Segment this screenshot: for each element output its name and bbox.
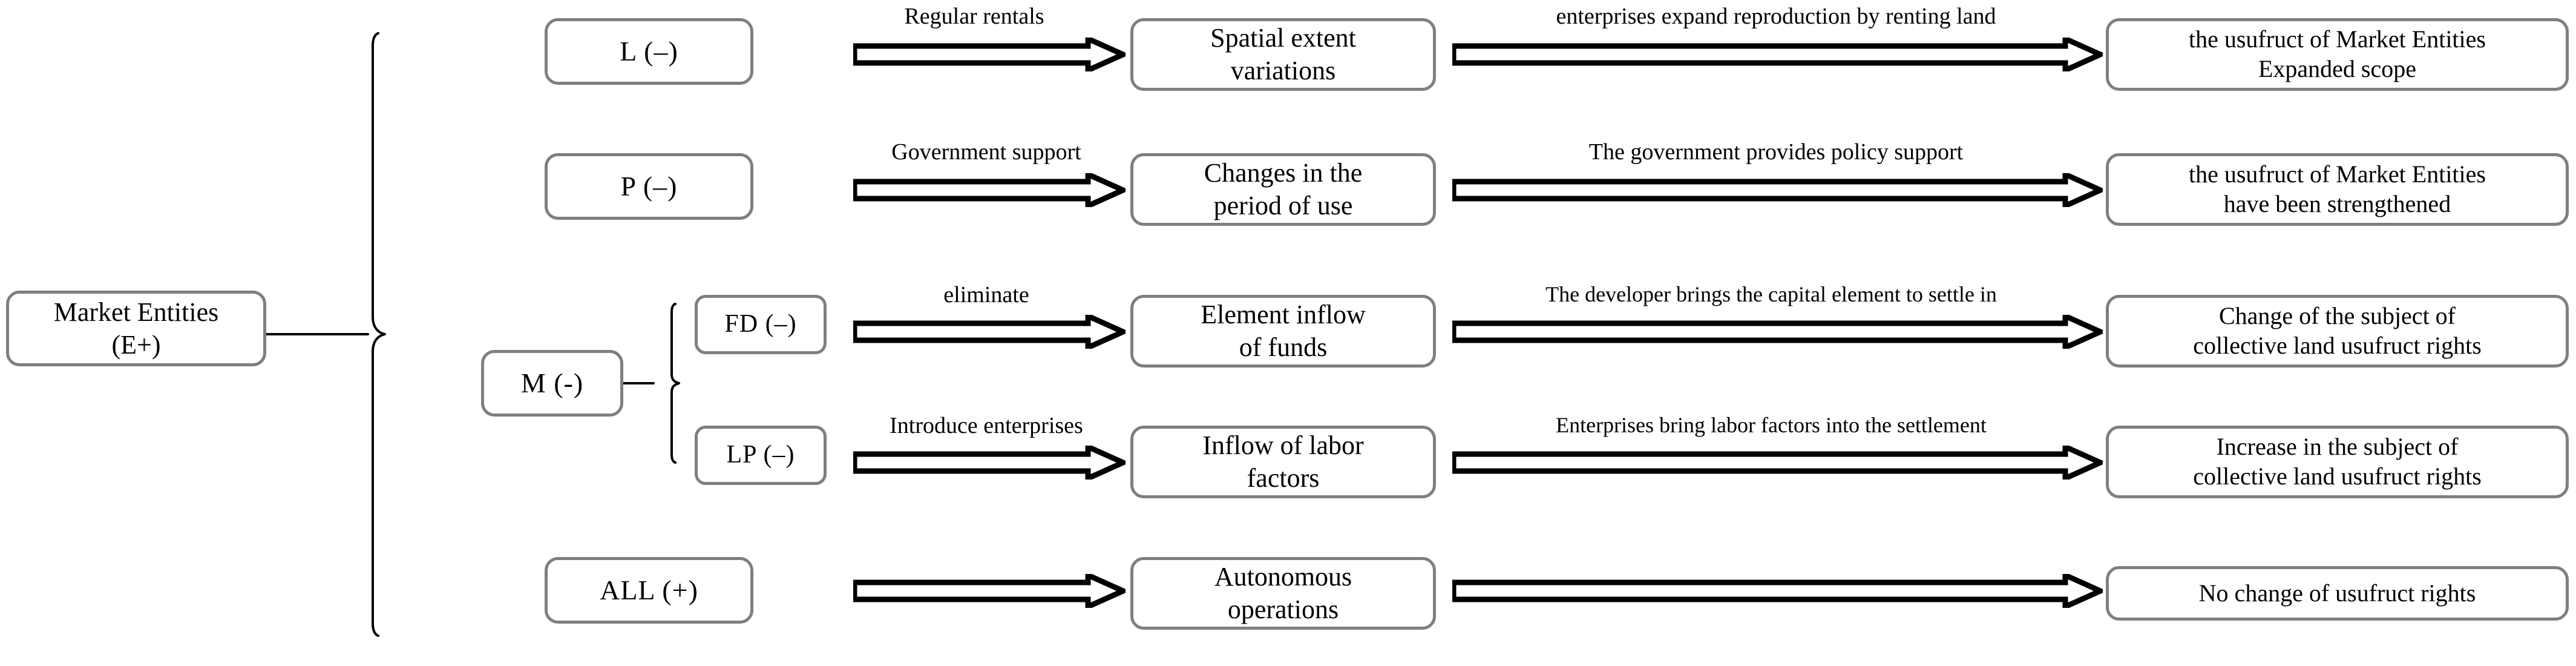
arrow-label-row2-stage2: The government provides policy support (1455, 140, 2097, 163)
node-factor-FD[interactable]: FD (–) (695, 295, 827, 354)
arrow-row3-stage2 (1452, 315, 2103, 349)
main-brace (266, 27, 399, 642)
middle-row4-line1: Inflow of labor (1202, 430, 1364, 461)
outcome-row2-line2: have been strengthened (2223, 190, 2451, 217)
arrow-row3-stage1 (853, 315, 1126, 349)
node-factor-M-label: M (-) (520, 367, 584, 398)
outcome-row3-line2: collective land usufruct rights (2193, 332, 2482, 359)
middle-row5-line2: operations (1227, 595, 1339, 624)
node-middle-row1[interactable]: Spatial extent variations (1130, 18, 1436, 91)
node-factor-ALL-label: ALL (+) (600, 574, 698, 605)
arrow-row5-stage2 (1452, 574, 2103, 608)
arrow-label-row2-stage1-text: Government support (891, 139, 1081, 165)
root-line-1: Market Entities (53, 297, 219, 327)
arrow-label-row2-stage1: Government support (847, 140, 1126, 163)
node-factor-ALL[interactable]: ALL (+) (545, 557, 753, 624)
node-market-entities[interactable]: Market Entities(E+) (6, 291, 266, 366)
middle-row1-line1: Spatial extent (1210, 23, 1356, 53)
arrow-label-row3-stage1-text: eliminate (943, 282, 1029, 308)
node-outcome-row5-text: No change of usufruct rights (2115, 579, 2560, 608)
arrow-row1-stage2 (1452, 38, 2103, 71)
node-factor-M[interactable]: M (-) (481, 350, 623, 417)
node-middle-row2[interactable]: Changes in the period of use (1130, 153, 1436, 226)
node-factor-FD-label: FD (–) (724, 310, 797, 338)
arrow-row2-stage2 (1452, 173, 2103, 207)
middle-row3-line1: Element inflow (1201, 300, 1366, 330)
arrow-label-row3-stage2: The developer brings the capital element… (1441, 283, 2101, 305)
arrow-row4-stage2 (1452, 446, 2103, 480)
node-factor-P-label: P (–) (620, 170, 678, 202)
root-line-2: (E+) (111, 329, 161, 360)
middle-row1-line2: variations (1230, 56, 1336, 85)
node-factor-LP[interactable]: LP (–) (695, 426, 827, 485)
arrow-row1-stage1 (853, 38, 1126, 71)
middle-row3-line2: of funds (1239, 332, 1328, 362)
arrow-label-row1-stage2: enterprises expand reproduction by renti… (1455, 5, 2097, 28)
node-middle-row5[interactable]: Autonomous operations (1130, 557, 1436, 630)
node-factor-L[interactable]: L (–) (545, 18, 753, 85)
node-middle-row1-text: Spatial extent variations (1139, 22, 1427, 87)
outcome-row1-line1: the usufruct of Market Entities (2189, 25, 2486, 53)
arrow-label-row1-stage2-text: enterprises expand reproduction by renti… (1556, 4, 1996, 29)
arrow-row2-stage1 (853, 173, 1126, 207)
arrow-row4-stage1 (853, 446, 1126, 480)
arrow-label-row1-stage1: Regular rentals (862, 5, 1086, 28)
node-factor-LP-label: LP (–) (726, 441, 795, 469)
node-factor-P[interactable]: P (–) (545, 153, 753, 220)
node-market-entities-text: Market Entities(E+) (15, 296, 257, 361)
outcome-row5-line1: No change of usufruct rights (2198, 579, 2476, 607)
arrow-label-row3-stage1: eliminate (847, 283, 1126, 306)
outcome-row2-line1: the usufruct of Market Entities (2189, 160, 2486, 188)
middle-row2-line2: period of use (1213, 191, 1353, 220)
outcome-row3-line1: Change of the subject of (2219, 302, 2456, 330)
outcome-row4-line2: collective land usufruct rights (2193, 463, 2482, 490)
sub-brace-M (623, 302, 684, 465)
arrow-label-row4-stage2-text: Enterprises bring labor factors into the… (1556, 413, 1987, 437)
node-outcome-row5[interactable]: No change of usufruct rights (2106, 566, 2569, 621)
node-middle-row2-text: Changes in the period of use (1139, 157, 1427, 222)
arrow-label-row3-stage2-text: The developer brings the capital element… (1545, 282, 1997, 306)
outcome-row4-line1: Increase in the subject of (2216, 433, 2459, 461)
middle-row2-line1: Changes in the (1204, 158, 1363, 188)
arrow-label-row4-stage2: Enterprises bring labor factors into the… (1441, 414, 2101, 436)
arrow-row5-stage1 (853, 574, 1126, 608)
arrow-label-row1-stage1-text: Regular rentals (904, 4, 1044, 29)
node-middle-row5-text: Autonomous operations (1139, 561, 1427, 625)
middle-row5-line1: Autonomous (1214, 562, 1352, 592)
arrow-label-row4-stage1: Introduce enterprises (844, 414, 1129, 437)
node-factor-L-label: L (–) (620, 35, 678, 67)
arrow-label-row4-stage1-text: Introduce enterprises (890, 413, 1083, 438)
outcome-row1-line2: Expanded scope (2258, 55, 2416, 82)
middle-row4-line2: factors (1247, 463, 1320, 493)
arrow-label-row2-stage2-text: The government provides policy support (1588, 139, 1964, 165)
